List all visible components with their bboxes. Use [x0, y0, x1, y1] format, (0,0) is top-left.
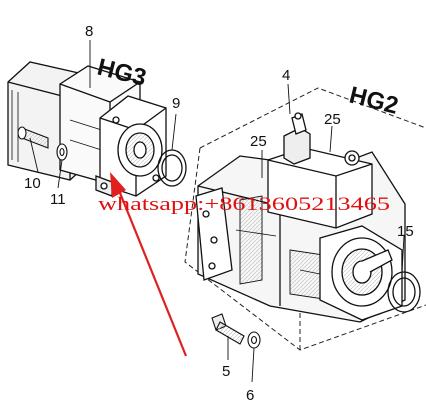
watermark-text: whatsapp:+8613605213465 — [98, 194, 390, 215]
label-part-8: 8 — [85, 23, 93, 40]
leader-lines — [29, 40, 405, 383]
bolt-5 — [211, 313, 245, 345]
hg2-piston-pump — [195, 112, 406, 323]
o-ring-9 — [157, 149, 187, 187]
label-group-hg2: HG2 — [347, 82, 401, 120]
label-part-10: 10 — [24, 175, 41, 192]
label-part-15: 15 — [397, 223, 414, 240]
label-part-5: 5 — [222, 363, 230, 380]
label-part-4: 4 — [282, 67, 290, 84]
label-part-6: 6 — [246, 387, 254, 404]
hg3-gear-pump — [7, 61, 167, 197]
label-part-9: 9 — [172, 95, 180, 112]
label-part-25-right: 25 — [324, 111, 341, 128]
red-arrow — [110, 172, 188, 357]
label-part-25-left: 25 — [250, 133, 267, 150]
label-part-11: 11 — [50, 191, 66, 208]
washer-11 — [56, 143, 68, 161]
bolt-10 — [17, 126, 49, 149]
washer-6 — [247, 331, 261, 349]
o-ring-15 — [387, 271, 421, 313]
